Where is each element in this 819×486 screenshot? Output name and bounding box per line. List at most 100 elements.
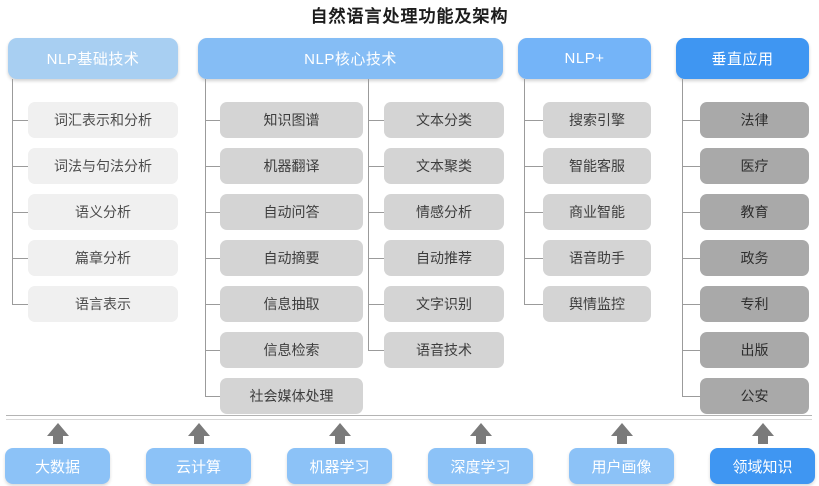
leaf-node-label: 信息检索 [263, 342, 320, 358]
foundation-item[interactable]: 领域知识 [710, 448, 815, 484]
connector-trunk-nlp-plus [524, 79, 525, 304]
column-header-vertical-apps[interactable]: 垂直应用 [676, 38, 809, 79]
connector-branch [12, 166, 28, 167]
leaf-node[interactable]: 文字识别 [384, 286, 504, 322]
connector-branch [368, 304, 384, 305]
leaf-node[interactable]: 自动问答 [220, 194, 363, 230]
foundation-item-label: 领域知识 [732, 458, 793, 476]
foundation-item[interactable]: 大数据 [5, 448, 110, 484]
column-header-nlp-basic[interactable]: NLP基础技术 [8, 38, 178, 79]
leaf-node[interactable]: 社会媒体处理 [220, 378, 363, 414]
leaf-node[interactable]: 信息抽取 [220, 286, 363, 322]
leaf-node-label: 出版 [740, 342, 769, 358]
leaf-node[interactable]: 语音助手 [543, 240, 651, 276]
leaf-node-label: 词法与句法分析 [54, 158, 152, 174]
leaf-node[interactable]: 语义分析 [28, 194, 178, 230]
leaf-node-label: 社会媒体处理 [249, 388, 334, 404]
leaf-node[interactable]: 篇章分析 [28, 240, 178, 276]
up-arrow-icon [328, 423, 351, 436]
connector-branch [205, 396, 220, 397]
connector-branch [368, 350, 384, 351]
leaf-node-label: 语音技术 [416, 342, 472, 358]
connector-branch [524, 258, 543, 259]
up-arrow-icon-stem [475, 434, 486, 444]
leaf-node-label: 语义分析 [75, 204, 131, 220]
leaf-node[interactable]: 法律 [700, 102, 809, 138]
leaf-node-label: 法律 [740, 112, 769, 128]
leaf-node-label: 医疗 [740, 158, 769, 174]
leaf-node-label: 搜索引擎 [569, 112, 625, 128]
leaf-node[interactable]: 医疗 [700, 148, 809, 184]
connector-branch [205, 166, 220, 167]
connector-branch [205, 304, 220, 305]
connector-branch [205, 350, 220, 351]
column-header-label: NLP+ [564, 50, 605, 67]
leaf-node[interactable]: 词汇表示和分析 [28, 102, 178, 138]
connector-branch [524, 120, 543, 121]
leaf-node[interactable]: 自动摘要 [220, 240, 363, 276]
connector-branch [12, 120, 28, 121]
leaf-node[interactable]: 政务 [700, 240, 809, 276]
leaf-node[interactable]: 机器翻译 [220, 148, 363, 184]
connector-branch [205, 120, 220, 121]
leaf-node[interactable]: 文本分类 [384, 102, 504, 138]
foundation-item-label: 大数据 [34, 458, 80, 476]
leaf-node[interactable]: 教育 [700, 194, 809, 230]
connector-branch [682, 212, 700, 213]
foundation-item[interactable]: 机器学习 [287, 448, 392, 484]
foundation-item[interactable]: 云计算 [146, 448, 251, 484]
leaf-node[interactable]: 舆情监控 [543, 286, 651, 322]
leaf-node[interactable]: 出版 [700, 332, 809, 368]
connector-branch [205, 258, 220, 259]
leaf-node[interactable]: 语言表示 [28, 286, 178, 322]
leaf-node-label: 文本聚类 [416, 158, 472, 174]
up-arrow-icon-stem [757, 434, 768, 444]
connector-branch [524, 166, 543, 167]
column-header-nlp-plus[interactable]: NLP+ [518, 38, 651, 79]
up-arrow-icon-stem [334, 434, 345, 444]
leaf-node[interactable]: 信息检索 [220, 332, 363, 368]
foundation-item-label: 机器学习 [309, 458, 370, 476]
leaf-node-label: 机器翻译 [263, 158, 320, 174]
leaf-node[interactable]: 词法与句法分析 [28, 148, 178, 184]
leaf-node[interactable]: 情感分析 [384, 194, 504, 230]
connector-trunk-nlp-core-right [368, 79, 369, 350]
leaf-node-label: 自动摘要 [263, 250, 320, 266]
leaf-node[interactable]: 文本聚类 [384, 148, 504, 184]
leaf-node[interactable]: 语音技术 [384, 332, 504, 368]
connector-branch [682, 166, 700, 167]
leaf-node-label: 自动问答 [263, 204, 320, 220]
leaf-node-label: 自动推荐 [416, 250, 472, 266]
leaf-node-label: 舆情监控 [569, 296, 625, 312]
foundation-item[interactable]: 深度学习 [428, 448, 533, 484]
leaf-node[interactable]: 自动推荐 [384, 240, 504, 276]
connector-branch [524, 212, 543, 213]
leaf-node[interactable]: 商业智能 [543, 194, 651, 230]
column-header-nlp-core-left[interactable]: NLP核心技术 [198, 38, 503, 79]
connector-trunk-vertical-apps [682, 79, 683, 396]
up-arrow-icon [751, 423, 774, 436]
up-arrow-icon [610, 423, 633, 436]
leaf-node-label: 词汇表示和分析 [54, 112, 152, 128]
leaf-node-label: 商业智能 [569, 204, 625, 220]
leaf-node[interactable]: 智能客服 [543, 148, 651, 184]
foundation-divider [6, 415, 812, 416]
leaf-node-label: 智能客服 [569, 158, 625, 174]
foundation-divider [6, 419, 812, 420]
leaf-node-label: 教育 [740, 204, 769, 220]
connector-branch [12, 258, 28, 259]
column-header-label: NLP核心技术 [304, 51, 397, 68]
leaf-node[interactable]: 知识图谱 [220, 102, 363, 138]
foundation-item[interactable]: 用户画像 [569, 448, 674, 484]
connector-branch [682, 258, 700, 259]
up-arrow-icon [187, 423, 210, 436]
leaf-node[interactable]: 公安 [700, 378, 809, 414]
leaf-node[interactable]: 专利 [700, 286, 809, 322]
connector-branch [682, 350, 700, 351]
connector-trunk-nlp-core-left [205, 79, 206, 396]
leaf-node[interactable]: 搜索引擎 [543, 102, 651, 138]
up-arrow-icon-stem [616, 434, 627, 444]
leaf-node-label: 篇章分析 [75, 250, 131, 266]
column-header-label: NLP基础技术 [46, 51, 140, 68]
